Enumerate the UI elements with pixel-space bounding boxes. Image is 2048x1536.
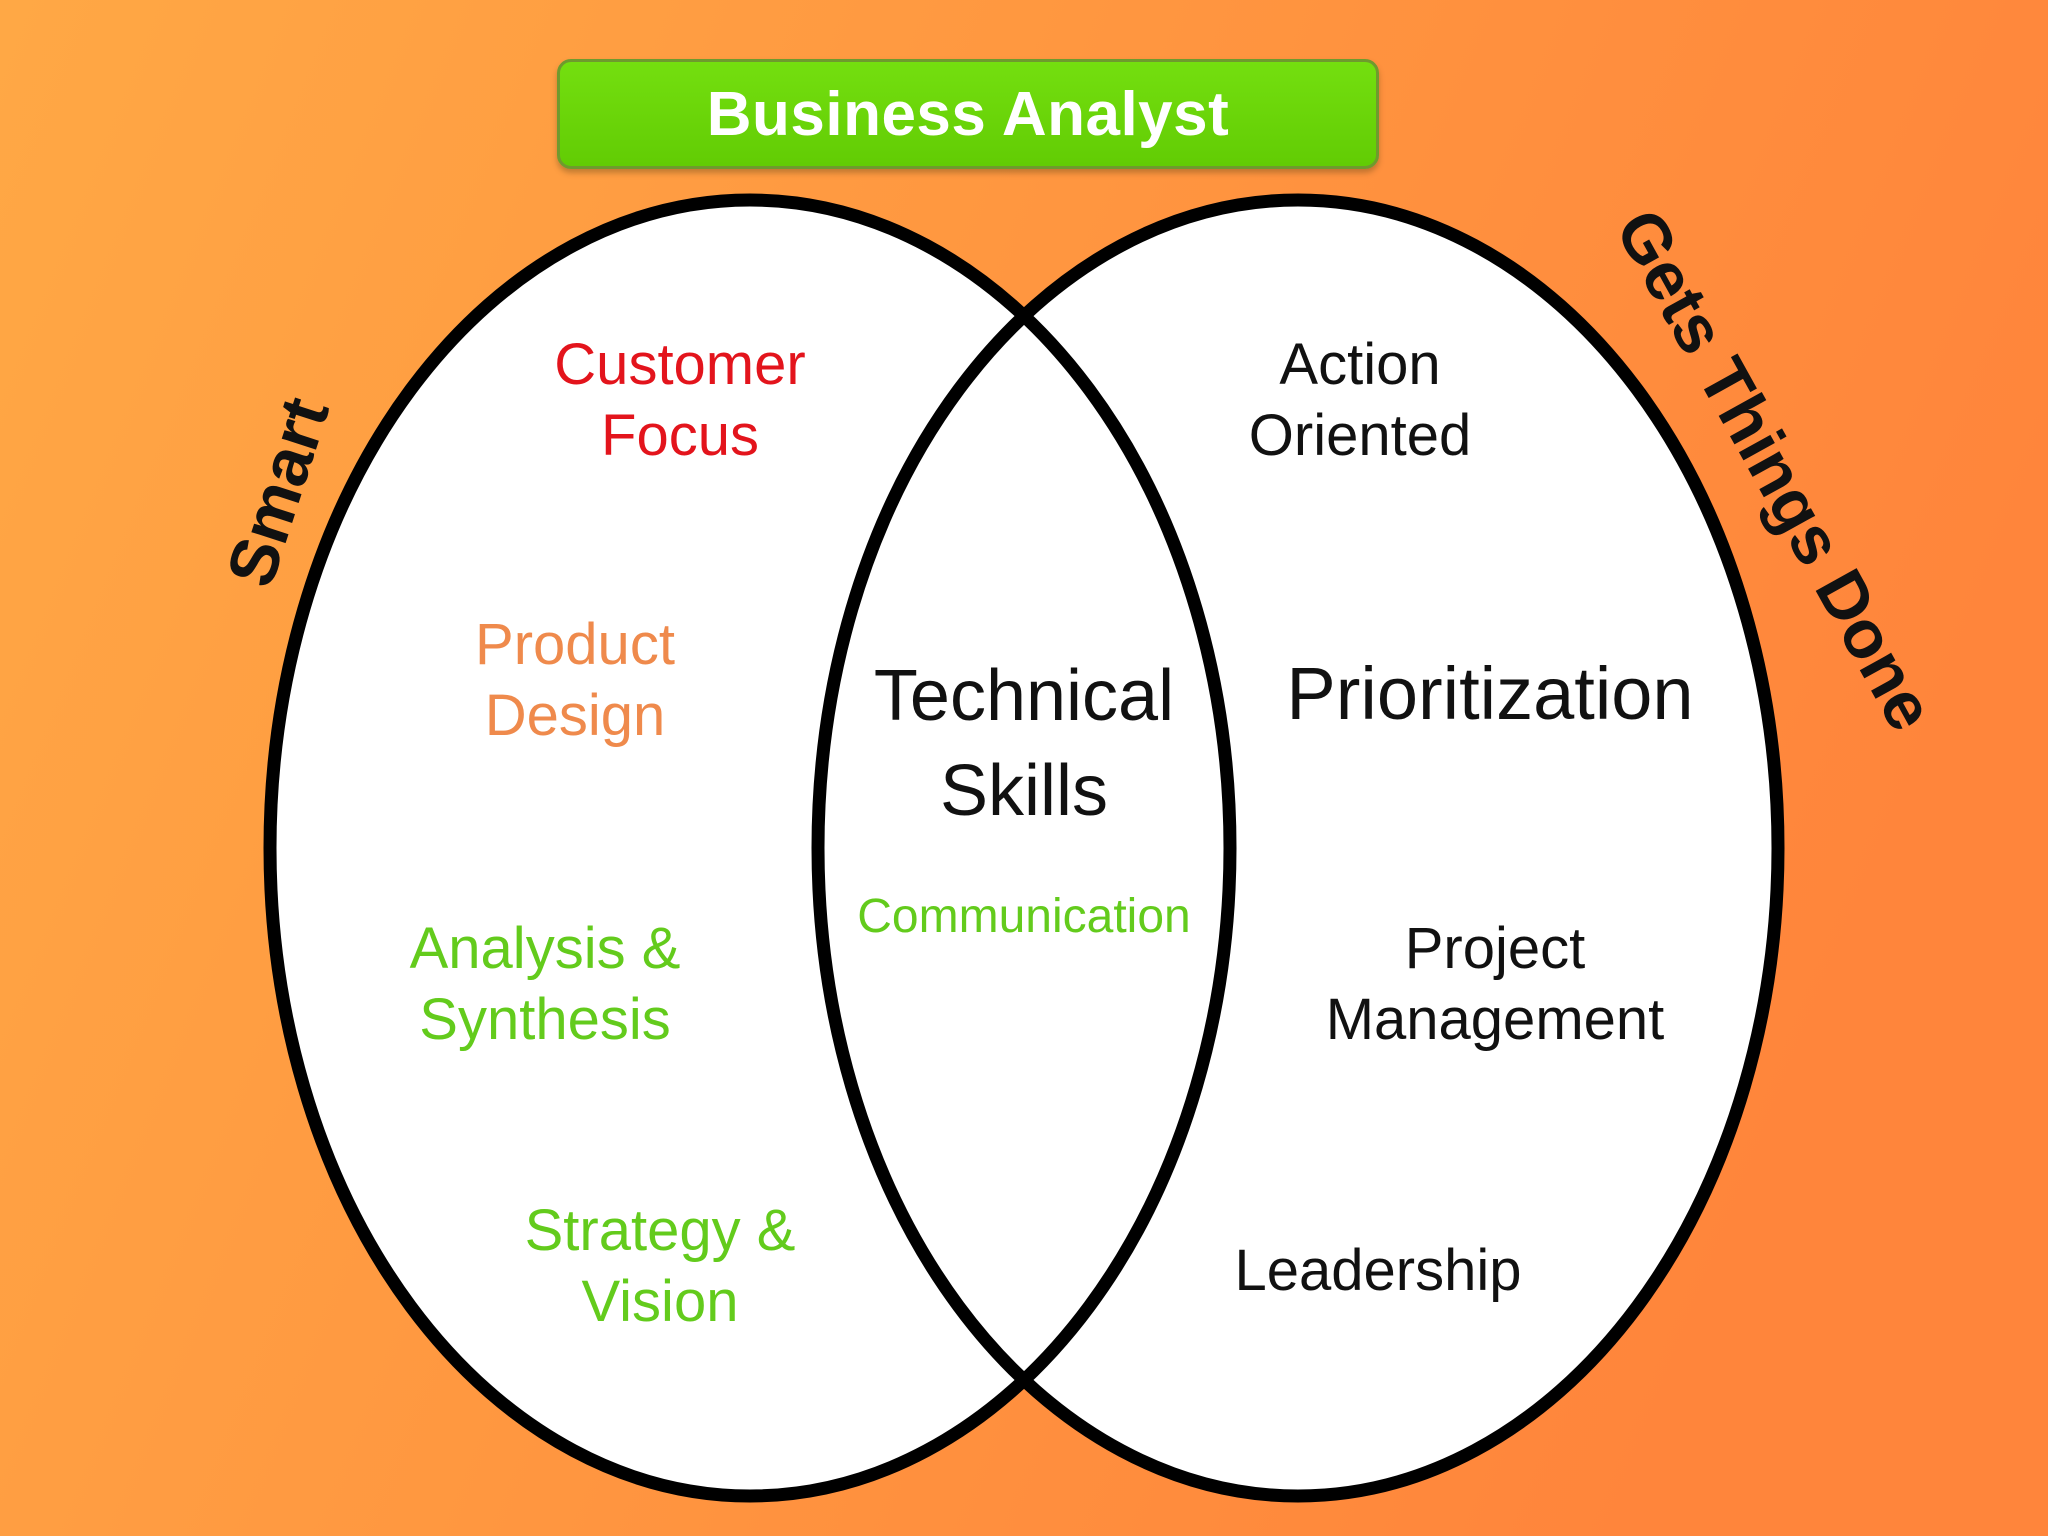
right-item-leadership: Leadership [1234, 1238, 1522, 1303]
right-circle-gets-things-done [818, 200, 1778, 1496]
right-item-project-management: Project Management [1325, 916, 1665, 1052]
title-text: Business Analyst [706, 79, 1230, 149]
right-item-action-oriented: Action Oriented [1248, 332, 1472, 468]
title-banner: Business Analyst [557, 59, 1379, 169]
right-circle-outline [811, 193, 1785, 1503]
left-item-strategy-vision: Strategy & Vision [524, 1198, 796, 1334]
right-item-prioritization: Prioritization [1286, 652, 1694, 735]
left-item-analysis-synthesis: Analysis & Synthesis [409, 916, 681, 1052]
overlap-item-technical-skills: Technical Skills [873, 656, 1175, 832]
left-item-product-design: Product Design [475, 612, 675, 748]
left-circle-outline [263, 193, 1237, 1503]
left-item-customer-focus: Customer Focus [554, 332, 806, 468]
overlap-item-communication: Communication [857, 890, 1191, 943]
